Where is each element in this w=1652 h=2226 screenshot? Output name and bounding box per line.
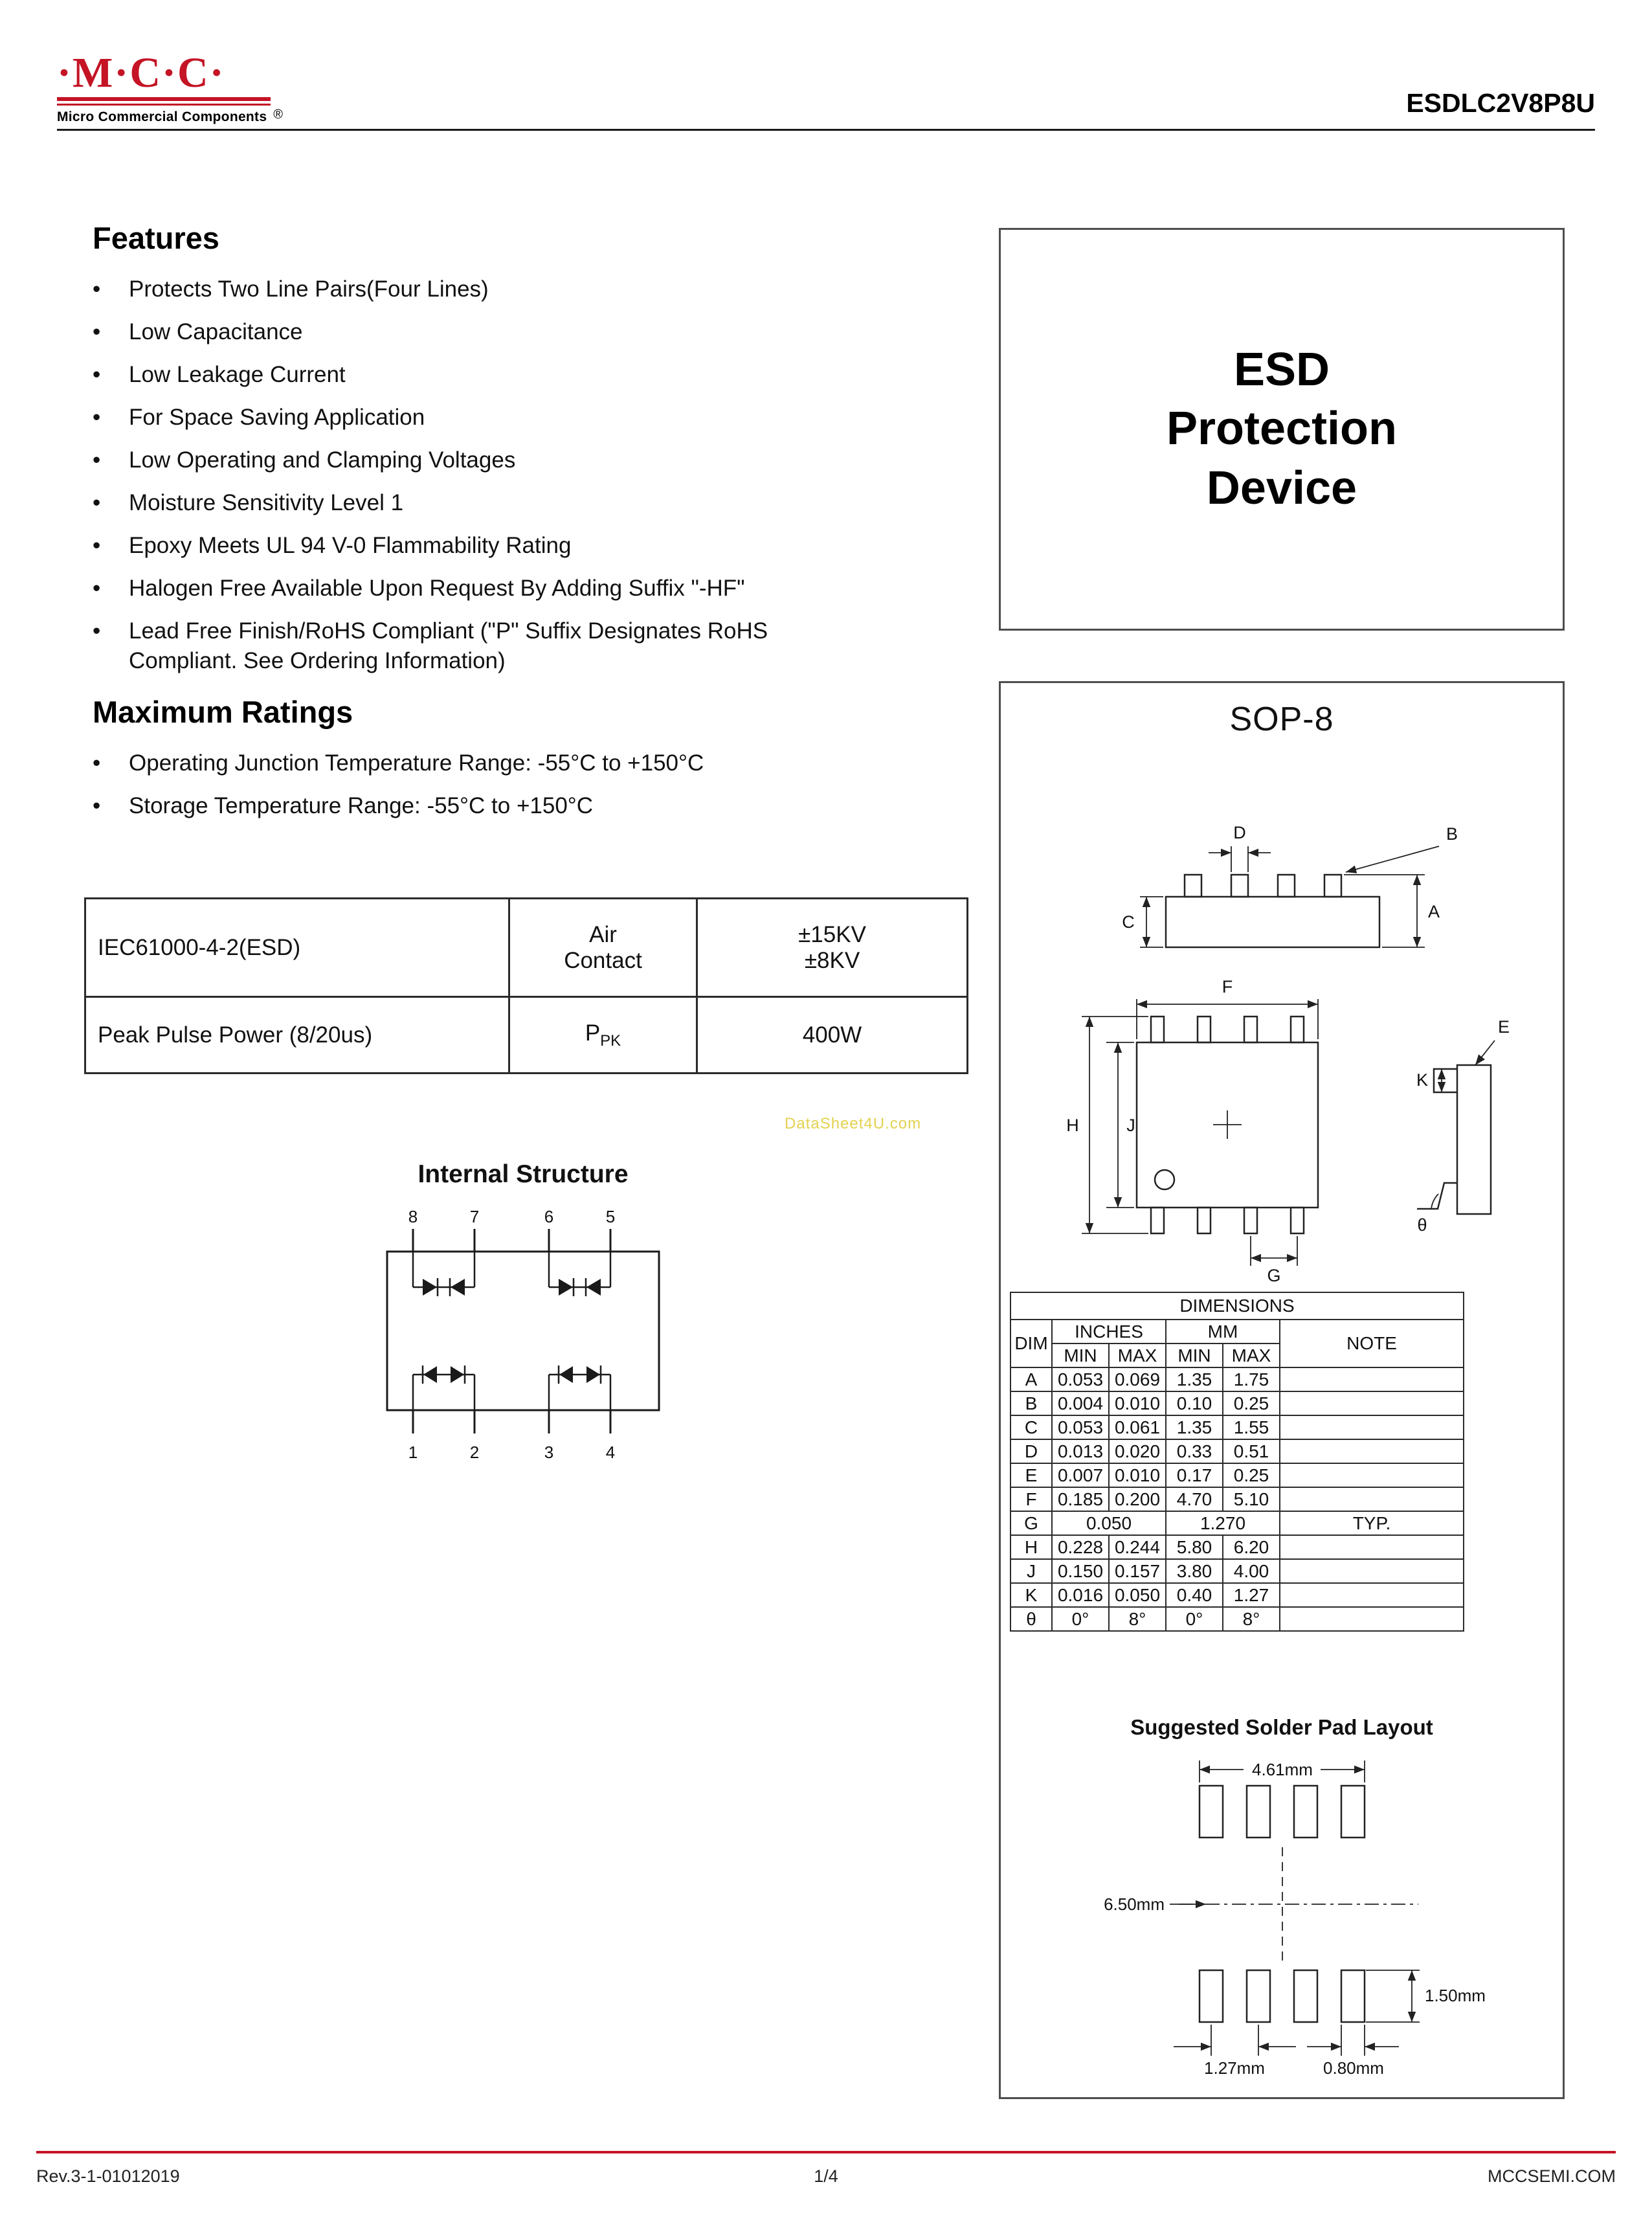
svg-text:5: 5 [606,1207,615,1226]
registered-mark: ® [273,107,283,122]
bullet: • [93,618,101,644]
footer-site: MCCSEMI.COM [1488,2166,1616,2186]
feature-item: •Lead Free Finish/RoHS Compliant ("P" Su… [93,616,876,676]
condition-cell: Air Contact [508,897,698,998]
svg-text:C: C [1122,912,1135,932]
svg-text:K: K [1416,1070,1428,1090]
svg-text:4.61mm: 4.61mm [1252,1760,1313,1779]
logo-rule-bottom [57,104,271,106]
svg-text:2: 2 [470,1443,479,1462]
feature-item: •Moisture Sensitivity Level 1 [93,488,876,518]
svg-text:3: 3 [544,1443,553,1462]
feature-item: •Halogen Free Available Upon Request By … [93,574,876,603]
dimension-labels: D B C A F H J G K E θ [1066,823,1510,1285]
ratings-table: IEC61000-4-2(ESD) Air Contact ±15KV ±8KV… [84,897,968,1074]
feature-item: •Low Capacitance [93,317,876,347]
mcc-logo-subtext: Micro Commercial Components [57,109,267,124]
value-cell: 400W [696,996,968,1074]
features-title: Features [93,221,219,255]
svg-text:B: B [1446,824,1458,844]
feature-item: •Protects Two Line Pairs(Four Lines) [93,275,876,304]
maximum-ratings-title: Maximum Ratings [93,695,353,729]
svg-text:F: F [1222,977,1233,996]
internal-structure-title: Internal Structure [418,1160,629,1188]
footer-page-number: 1/4 [814,2166,838,2186]
features-list: •Protects Two Line Pairs(Four Lines) •Lo… [93,275,876,689]
bullet: • [93,750,101,776]
header-divider [57,129,1595,131]
svg-text:H: H [1066,1116,1079,1135]
param-cell: IEC61000-4-2(ESD) [84,897,510,998]
svg-text:θ: θ [1417,1215,1427,1235]
value-cell: ±15KV ±8KV [696,897,968,998]
svg-text:4: 4 [606,1443,615,1462]
bullet: • [93,405,101,430]
pin-numbers: 8 7 6 5 1 2 3 4 [408,1207,615,1462]
bullet: • [93,447,101,473]
mcc-logo: ·M·C·C· Micro Commercial Components ® [57,49,283,125]
ratings-row-power: Peak Pulse Power (8/20us) PPK 400W [84,996,968,1074]
footer-divider [36,2151,1616,2153]
svg-text:1.50mm: 1.50mm [1425,1986,1486,2005]
svg-text:6.50mm: 6.50mm [1104,1894,1165,1914]
internal-structure-diagram: 8 7 6 5 1 2 3 4 [386,1207,660,1462]
bullet: • [93,490,101,515]
solder-pad-title: Suggested Solder Pad Layout [1130,1715,1433,1739]
svg-text:0.80mm: 0.80mm [1323,2058,1384,2077]
feature-item: •Epoxy Meets UL 94 V-0 Flammability Rati… [93,531,876,561]
svg-text:6: 6 [544,1207,553,1226]
bullet: • [93,793,101,818]
package-title: SOP-8 [1229,701,1334,738]
watermark: DataSheet4U.com [785,1115,922,1132]
svg-text:7: 7 [470,1207,479,1226]
ratings-row-esd: IEC61000-4-2(ESD) Air Contact ±15KV ±8KV [84,897,968,998]
svg-text:E: E [1498,1017,1510,1037]
dims-title-row: DIMENSIONS [1010,1292,1464,1320]
maximum-ratings-list: •Operating Junction Temperature Range: -… [93,748,954,834]
part-number: ESDLC2V8P8U [1406,88,1595,118]
dims-header-row: DIM INCHES MM NOTE [1010,1319,1464,1368]
svg-text:D: D [1233,823,1246,842]
sop8-package-box: SOP-8 [999,681,1565,2099]
pad-dimension-labels: 4.61mm 6.50mm 1.50mm 1.27mm 0.80mm [1104,1760,1486,2077]
package-drawing: D B C A F H J G K E θ [1066,823,1510,1285]
svg-text:1.27mm: 1.27mm [1204,2058,1265,2077]
mcc-logo-text: ·M·C·C· [57,49,225,96]
esd-device-box: ESD Protection Device [999,228,1565,631]
bullet: • [93,319,101,344]
bullet: • [93,362,101,387]
svg-text:A: A [1428,902,1440,921]
feature-item: •For Space Saving Application [93,403,876,433]
rating-item: •Operating Junction Temperature Range: -… [93,748,954,778]
feature-item: •Low Leakage Current [93,360,876,390]
logo-rule-top [57,97,271,101]
footer-revision: Rev.3-1-01012019 [36,2166,180,2186]
bullet: • [93,533,101,558]
rating-item: •Storage Temperature Range: -55°C to +15… [93,791,954,821]
symbol-cell: PPK [508,996,698,1074]
solder-pad-layout: 4.61mm 6.50mm 1.50mm 1.27mm 0.80mm [1104,1760,1486,2077]
svg-text:G: G [1267,1266,1280,1285]
param-cell: Peak Pulse Power (8/20us) [84,996,510,1074]
svg-text:J: J [1126,1116,1135,1135]
svg-text:8: 8 [408,1207,418,1226]
feature-item: •Low Operating and Clamping Voltages [93,445,876,475]
bullet: • [93,276,101,302]
svg-text:1: 1 [408,1443,418,1462]
diode-symbols [423,1279,601,1383]
bullet: • [93,576,101,601]
